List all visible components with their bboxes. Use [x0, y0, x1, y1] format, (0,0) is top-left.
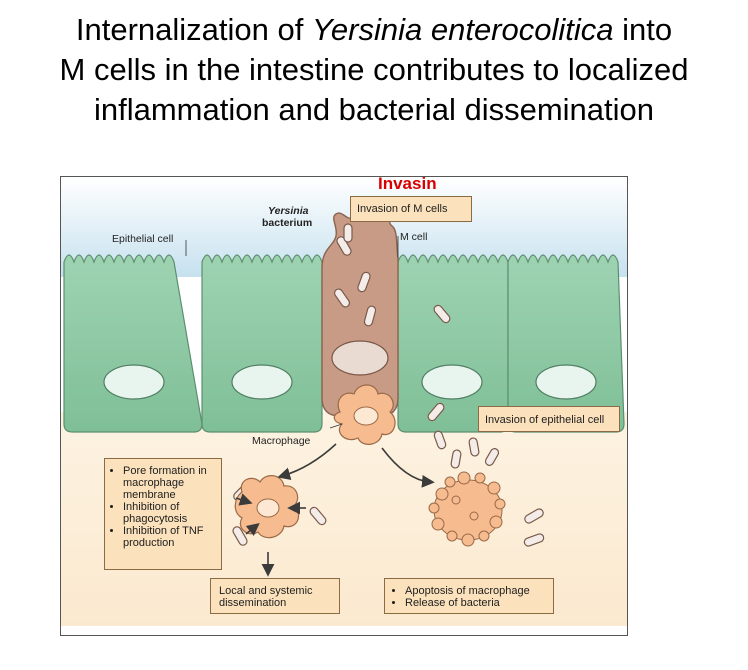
bacterium [427, 402, 445, 422]
title-species-name: Yersinia enterocolitica [311, 12, 614, 47]
arrows [235, 443, 435, 577]
macrophage-label: Macrophage [252, 435, 311, 447]
bacterium [357, 271, 371, 293]
bacterium [433, 304, 451, 324]
m-cell-label: M cell [400, 231, 428, 243]
epithelial-cell [63, 254, 203, 433]
box-dissemination: Local and systemic dissemination [210, 578, 340, 614]
bacterium [333, 288, 351, 308]
arrow-in-1 [235, 493, 253, 506]
nucleus [535, 364, 597, 400]
box-invasion-epithelial: Invasion of epithelial cell [478, 406, 620, 432]
bacterium [232, 526, 248, 546]
bacterium [450, 449, 462, 469]
epithelial-layer [63, 254, 625, 433]
box-invasion-m-cells: Invasion of M cells [350, 196, 472, 222]
effect-item: Inhibition of phagocytosis [123, 501, 217, 525]
bacterium [524, 508, 544, 524]
apoptosis-item: Release of bacteria [405, 597, 553, 609]
macrophage-apoptotic [428, 471, 506, 547]
yersinia-label: Yersinia [268, 205, 309, 217]
invasin-highlight: Invasin [378, 174, 437, 193]
nucleus [103, 364, 165, 400]
effect-item: Inhibition of TNF production [123, 525, 217, 549]
leader-lines [185, 236, 399, 429]
bacterium [343, 223, 353, 243]
title-line-2: M cells in the intestine contributes to … [59, 52, 689, 87]
slide-title: Internalization of Yersinia enterocoliti… [0, 10, 748, 130]
title-line-1: Internalization of Yersinia enterocoliti… [75, 12, 673, 47]
nucleus [421, 364, 483, 400]
bacterium [484, 448, 500, 466]
macrophage-damaged [234, 475, 299, 539]
macrophage-primary [333, 384, 396, 445]
effect-item: Pore formation in macrophage membrane [123, 465, 217, 501]
epithelial-nuclei [103, 364, 597, 400]
epithelial-cell-label: Epithelial cell [112, 233, 174, 245]
arrow-to-apoptosis [381, 447, 435, 488]
bacterium [468, 437, 480, 457]
bacterium [309, 506, 327, 526]
bacterium-label: bacterium [262, 217, 313, 229]
bacterium [363, 305, 377, 327]
nucleus [231, 364, 293, 400]
epithelial-cell [201, 254, 323, 433]
arrow-in-3 [245, 523, 260, 536]
bacterium [433, 430, 447, 450]
bacterium [336, 236, 352, 256]
box-macrophage-effects: Pore formation in macrophage membrane In… [104, 458, 222, 570]
title-line-3: inflammation and bacterial dissemination [93, 92, 654, 127]
m-cell-nucleus [331, 340, 389, 376]
box-apoptosis: Apoptosis of macrophage Release of bacte… [384, 578, 554, 614]
arrow-to-damaged-macrophage [277, 443, 337, 480]
bacterium [523, 533, 545, 547]
yersinia-infection-diagram: Invasin Yersinia bacterium Epithelial ce… [60, 174, 628, 636]
apoptosis-item: Apoptosis of macrophage [405, 585, 553, 597]
